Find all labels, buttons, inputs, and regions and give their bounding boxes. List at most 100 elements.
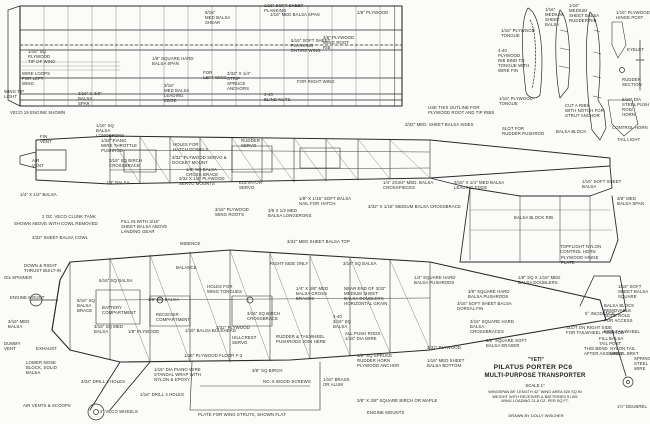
side-label-spinner: OIL SPINNER: [4, 275, 33, 280]
side-label-deubrel: 1½" DEUBREL: [617, 404, 647, 409]
top-label-rudder-rib: 1/16" MEDIUM SHEET BALSA RUDDER RIB: [569, 3, 600, 23]
wing-label-square-spar: 1/8" SQUARE HARD BALSA SPAN: [152, 56, 194, 66]
fus-label-rudder-slot: SLOT FOR RUDDER PUSHROD: [502, 126, 545, 136]
side-label-wheels: 2" VECO WHEELS: [100, 409, 138, 414]
wing-label-root-rib: 3/8" PLYWOOD WING ROOT RIB: [323, 35, 355, 50]
fus-label-air-vent: AIR VENT: [32, 158, 44, 168]
side-label-eighth-plywood: 1/8" PLYWOOD: [128, 329, 160, 334]
fus-label-servo-mounts: 3/32 x 1/4" PLYWOOD SERVO MOUNTS: [179, 176, 225, 186]
side-label-wing-tongues: HOLES FOR WING TONGUES: [207, 284, 243, 294]
wing-label-planking-entire: 5/16" SOFT SHEET PLANKING ENTIRE WING: [291, 38, 331, 53]
side-label-balance: BALANCE: [176, 265, 197, 270]
title-specs: WINGSPAN 68" LENGTH 42" WING AREA 520 SQ…: [488, 389, 582, 403]
side-label-pushrods-join: RUDDER & TAILWHEEL PUSHRODS JOIN HERE: [276, 334, 327, 344]
side-label-plywood-lower: 3/32" PLYWOOD: [427, 345, 461, 350]
side-label-bend: THIS BEND AFTER ASSEMBLY: [584, 346, 624, 356]
side-label-plywood: 3/32" PLYWOOD: [216, 325, 250, 330]
top-label-rudder-section: RUDDER SECTION: [622, 77, 642, 87]
top-label-outline-note: USE THIS OUTLINE FOR PLYWOOD ROOT AND TI…: [428, 105, 495, 115]
fus-label-hatch-dowels: HOLES FOR HATCH DOWELS: [173, 142, 209, 152]
side-label-tail-post: FILL BALSA TAIL POST: [599, 336, 624, 346]
wing-label-tip: 1/16" SQ PLYWOOD TIP OF WING: [28, 49, 56, 64]
tail-details: [522, 7, 645, 141]
side-label-sq-balsa: 3/16" SQ BALSA: [343, 261, 377, 266]
fus-label-balsa-span: 3/8" MED BALSA SPAN: [617, 196, 645, 206]
side-label-battery: BATTERY COMPARTMENT: [102, 305, 137, 315]
wing-label-shear: 5/16" MED BALSA SHEAR: [205, 10, 231, 25]
side-label-sheet-top: 3/32" MED SHEET BALSA TOP: [287, 239, 350, 244]
fus-label-servo-mount: 3/32" PLYWOOD SERVO & DOCKET MOUNT: [172, 155, 227, 165]
side-label-sq-med-balsa: 3/16" SQ MED BALSA: [94, 324, 124, 334]
fus-label-hatch-nail: 1/8" X 1/16" SOFT BALSA NAIL FOR HATCH: [299, 196, 352, 206]
side-label-soft-square: 1/16" SOFT SHEET BALSA SQUARE: [618, 284, 649, 299]
fus-label-longerons: 1/16" SQ BALSA LONGERONS: [96, 123, 125, 138]
top-label-notch: CUT A RIBS WITH NOTCH FOR STRUT ANCHOR: [565, 103, 604, 118]
side-label-dummy-vent: DUMMY VENT: [4, 341, 21, 351]
top-label-hinge-post: 1/16" PLYWOOD HINGE POST: [616, 10, 650, 20]
side-label-doublers: 1/8" SQ X 1/16" MED BALSA DOUBLERS: [518, 275, 561, 285]
wing-label-planking: 1/16" SOFT SHEET PLANKING: [264, 3, 304, 13]
side-label-doublers-horizontal: NEAR END OF 3/32" MEDIUM SHEET BALSA DOU…: [344, 286, 388, 306]
fus-label-elevator-servo: ELEVATOR SERVO: [239, 180, 262, 190]
top-label-rib-bind: 4-40 PLYWOOD RIB BIND TO TONGUE WITH WIR…: [498, 48, 530, 73]
fus-label-cross-brace: 1/8" SQ BALSA CROSS BRACE: [186, 167, 219, 177]
top-label-tail-light: TAIL LIGHT: [617, 137, 641, 142]
side-label-engine-mounts: ENGINE MOUNTS: [367, 410, 405, 415]
fus-label-crosspieces: 1/4" 2x3/4" MED. BALSA CROSSPIECES: [383, 180, 434, 190]
side-label-nylon-horn: TOPFLIGHT NYLON CONTROL HORN: [560, 244, 602, 254]
side-label-birch-maple: 3/8" X 3/8" SQUARE BIRCH OR MAPLE: [357, 398, 438, 403]
fus-label-half-balsa: 1/4" X 1/2" BALSA: [20, 192, 57, 197]
side-label-cowl: 3/32" SHEET BALSA COWL: [32, 235, 89, 240]
wing-label-blind-nuts: 4-40 BLIND NUTS: [264, 92, 291, 102]
fuselage-top-view: [19, 135, 619, 263]
fus-label-fill-in: FILL IN WITH 3/16" SHEET BALSA ABOVE LAN…: [121, 219, 168, 234]
top-label-tongue-lower: 1/16" PLYWOOD TONGUE: [499, 96, 533, 106]
side-label-eraser: 3/8" SQUARE SOFT BALSA ERASER: [486, 338, 527, 348]
fus-label-engine: VECO 19 ENGINE SHOWN: [10, 110, 66, 115]
side-label-bulkhead: 1/16" BALSA BULKHEAD: [185, 328, 236, 333]
side-label-hard-pushrods: 1/4" SQUARE HARD BALSA PUSHRODS: [414, 275, 456, 285]
side-label-hillcrest: HILLCREST SERVO: [232, 335, 257, 345]
fus-label-medium-crossbrace: 3/32" x 1/16" MEDIUM BALSA CROSSBRACE: [368, 204, 461, 209]
fus-label-balsa-longerons: 3/8 X 1/2 MED BALSA LONGERONS: [268, 208, 312, 218]
side-label-birch-square: 3/8" SQ BIRCH: [252, 368, 283, 373]
side-label-drill-four: 1/16" DRILL 4 HOLES: [140, 392, 185, 397]
wing-label-balsa-spar: 3/16" x 3/8" BALSA SPAR: [78, 91, 102, 106]
wing-label-right-wing: FOR RIGHT WING: [297, 79, 335, 84]
side-label-piano-wire: 1/16" DIA PIANO WIRE STANDAL WRAP WITH N…: [154, 367, 201, 382]
fus-label-rudder-servo: RUDDER SERVO: [241, 138, 260, 148]
wing-label-plywood: 1/8" PLYWOOD: [357, 10, 389, 15]
side-label-hinge-plate: PLYWOOD HINGE PLATE: [561, 255, 599, 265]
side-label-receiver: RECEIVER COMPARTMENT: [156, 312, 191, 322]
side-label-square-pushrods: 3/8" SQUARE HARD BALSA PUSHRODS: [468, 289, 510, 299]
side-label-brass: 1/16" BRASS OR ALUM: [323, 377, 350, 387]
fus-label-fin-vent: FIN VENT: [40, 134, 52, 144]
top-label-tongue: 1/16" PLYWOOD TONGUE: [501, 28, 535, 38]
side-label-floor: 1/16" PLYWOOD FLOOR F-3: [184, 353, 243, 358]
title-credit: DRAWN BY DOLLY WISCHER: [508, 413, 564, 418]
top-label-sheet-balsa: 1/16" MEDIUM SHEET BALSA: [545, 7, 563, 27]
fus-label-birch-crossbrace: 3/16" SQ BIRCH CROSSBRACE: [109, 158, 143, 168]
wing-panel: [7, 5, 403, 107]
side-label-rudder-horn: 1/8" SQ SPRUCE RUDDER HORN PLYWOOD ANCHO…: [357, 353, 400, 368]
side-label-nut-balsa: 4-40 3/16" SQ BALSA: [333, 314, 351, 329]
wing-label-tip-light: WING TIP LIGHT: [4, 89, 25, 99]
fus-label-sides: 3/32" MED. SHEET BALSA SIDES: [405, 122, 474, 127]
side-label-right-side: RIGHT SIDE ONLY: [270, 261, 309, 266]
fus-label-throttle-pushrod: 1/32" PIANO WIRE THROTTLE PUSHROD: [101, 138, 138, 153]
title-quote: "YETI": [528, 357, 544, 363]
side-label-med-balsa: 3/16" MED BALSA: [8, 319, 30, 329]
side-label-wood-screws: NO. 6 WOOD SCREWS: [263, 379, 311, 384]
fus-label-quarter-balsa: 1/4" BALSA: [106, 180, 130, 185]
side-label-nose-block: LOWER NOSE BLOCK, SOLID BALSA: [26, 360, 57, 375]
fus-label-clunk-tank: 2 OZ. VECO CLUNK TANK: [42, 214, 96, 219]
side-label-engine-mount: ENGINE MOUNT: [10, 295, 45, 300]
side-label-removable-block: BALSA BLOCK REMOVABLE SLIDE ROLE FOR ACC…: [604, 303, 635, 323]
fus-label-block-rib: BALSA BLOCK RIB: [514, 215, 554, 220]
fus-label-soft-sheet: 1/16" SOFT SHEET BALSA: [582, 179, 622, 189]
title-name: PILATUS PORTER PC6: [493, 364, 573, 371]
side-label-dorsal-fin: 3/16" SOFT SHEET BALSA DORSAL FIN: [457, 301, 512, 311]
side-label-all-pushrods: ALL PUSH RODS 1/16" DIA WIRE: [345, 331, 381, 341]
